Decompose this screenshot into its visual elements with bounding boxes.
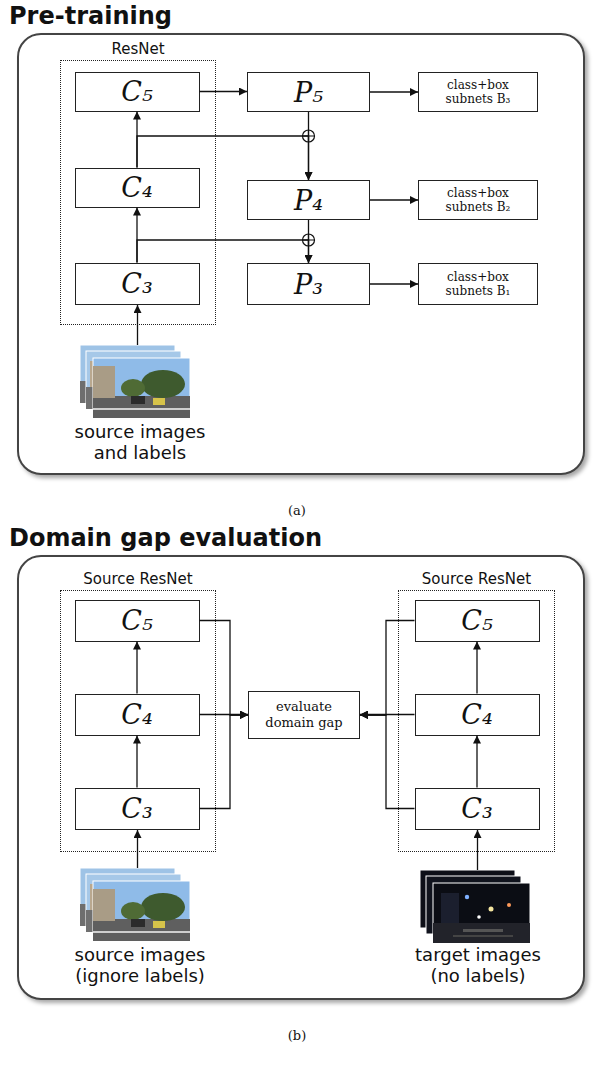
image-caption: source images and labels	[65, 421, 215, 463]
flow-arrow	[200, 621, 249, 716]
flow-arrow	[200, 714, 249, 715]
flow-arrow	[200, 715, 249, 809]
flow-arrow	[360, 715, 415, 809]
process-label: evaluate domain gap	[259, 699, 349, 732]
panel-title: Pre-training	[9, 2, 172, 30]
feature-label: C₄	[121, 699, 152, 730]
feature-label: C₅	[121, 605, 152, 636]
panel: Domain gap evaluationSource ResNetC₅C₄C₃…	[17, 555, 585, 1000]
flow-arrow	[137, 240, 309, 263]
subnet-box: class+box subnets B₂	[418, 180, 538, 220]
image-stack	[80, 345, 190, 418]
feature-label: C₄	[121, 172, 152, 203]
input-arrow	[137, 305, 138, 345]
feature-label: C₃	[461, 793, 492, 824]
feature-label: P₄	[294, 185, 323, 216]
network-group: Source ResNetC₅C₄C₃	[398, 590, 555, 852]
feature-box: P₅	[247, 72, 370, 112]
flow-arrow	[370, 283, 418, 284]
network-group: Source ResNetC₅C₄C₃	[60, 590, 216, 852]
sum-symbol	[303, 234, 315, 246]
subnet-box: class+box subnets B₃	[418, 72, 538, 112]
image-caption: target images (no labels)	[408, 944, 548, 986]
subnet-label: class+box subnets B₂	[438, 186, 518, 215]
feature-box: C₄	[415, 694, 540, 736]
process-box: evaluate domain gap	[248, 691, 360, 739]
feature-box: C₄	[75, 168, 200, 208]
feature-box: C₃	[75, 788, 200, 830]
feature-label: C₅	[461, 605, 492, 636]
image-caption: source images (ignore labels)	[65, 944, 215, 986]
input-arrow	[477, 830, 478, 870]
subnet-box: class+box subnets B₁	[418, 263, 538, 305]
flow-arrow	[370, 91, 418, 92]
feature-label: P₅	[294, 77, 323, 108]
flow-arrow	[308, 220, 309, 263]
feature-box: C₅	[415, 600, 540, 642]
flow-arrow	[136, 642, 137, 694]
flow-arrow	[476, 736, 477, 788]
feature-label: C₃	[121, 793, 152, 824]
group-label: Source ResNet	[399, 570, 554, 588]
image-stack	[420, 870, 530, 943]
flow-arrow	[136, 208, 137, 263]
feature-box: C₃	[75, 263, 200, 305]
group-label: ResNet	[61, 40, 215, 58]
subfigure-caption: (b)	[267, 1028, 327, 1043]
input-arrow	[137, 830, 138, 868]
image-stack	[80, 868, 190, 941]
flow-arrow	[308, 112, 309, 180]
flow-arrow	[137, 136, 309, 180]
group-label: Source ResNet	[61, 570, 215, 588]
flow-arrow	[136, 736, 137, 788]
feature-label: C₄	[461, 699, 492, 730]
flow-arrow	[370, 199, 418, 200]
subnet-label: class+box subnets B₁	[438, 270, 518, 299]
panel-title: Domain gap evaluation	[9, 524, 322, 552]
feature-label: C₅	[121, 76, 152, 107]
feature-box: P₄	[247, 180, 370, 220]
feature-box: C₅	[75, 72, 200, 112]
flow-arrow	[200, 91, 248, 92]
network-group: ResNetC₅C₄C₃	[60, 60, 216, 325]
flow-arrow	[136, 112, 137, 168]
subnet-label: class+box subnets B₃	[438, 78, 518, 107]
feature-box: P₃	[247, 263, 370, 305]
sum-symbol	[303, 130, 315, 142]
flow-arrow	[360, 621, 415, 716]
feature-box: C₅	[75, 600, 200, 642]
panel: Pre-trainingResNetC₅C₄C₃P₅P₄P₃class+box …	[17, 33, 585, 475]
subfigure-caption: (a)	[267, 503, 327, 518]
feature-box: C₄	[75, 694, 200, 736]
feature-label: C₃	[121, 268, 152, 299]
feature-box: C₃	[415, 788, 540, 830]
feature-label: P₃	[294, 269, 323, 300]
flow-arrow	[476, 642, 477, 694]
flow-arrow	[360, 714, 415, 715]
